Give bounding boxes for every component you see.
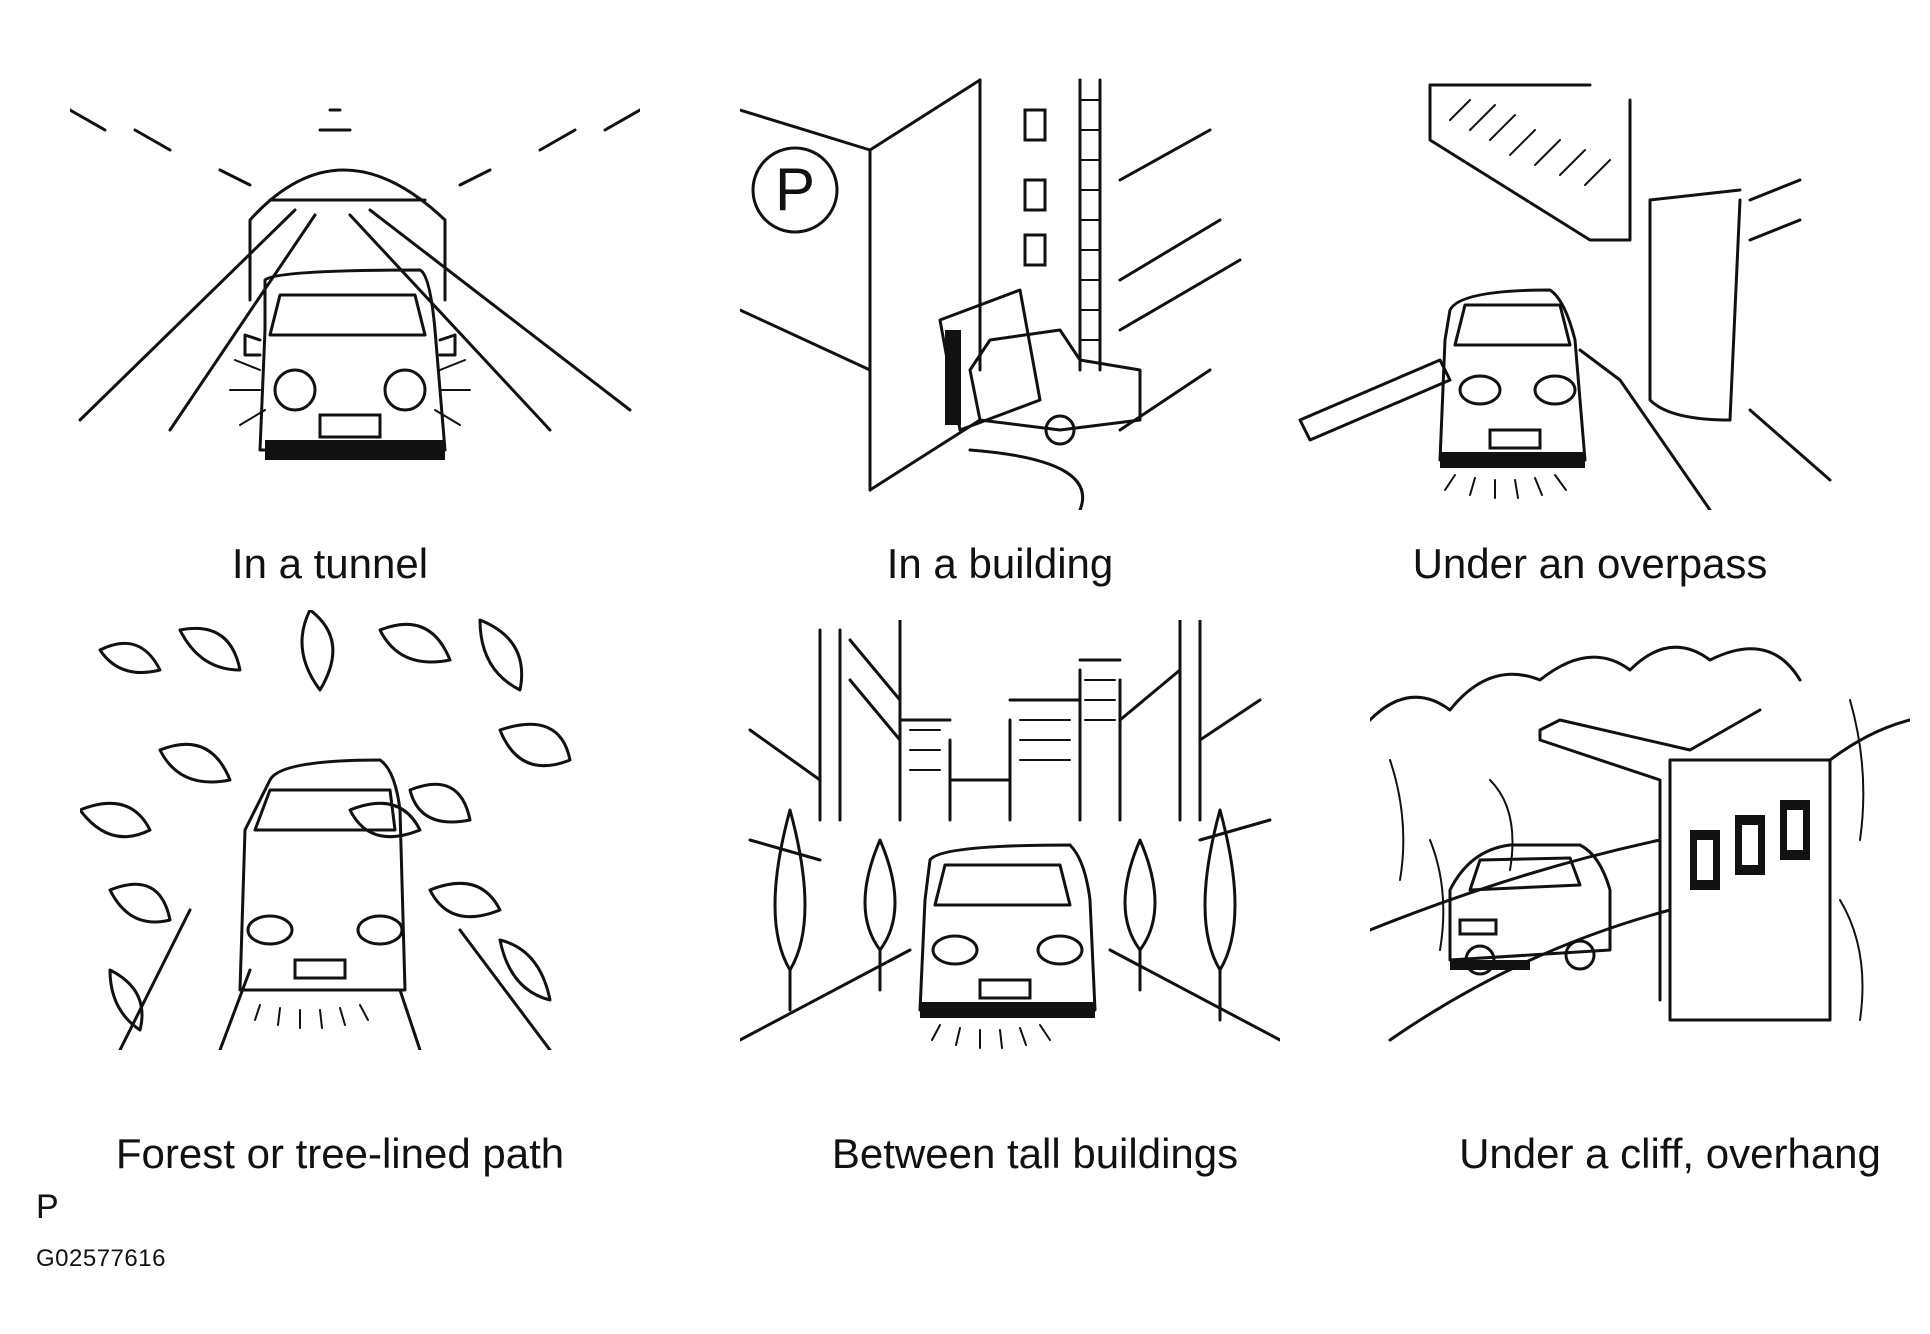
parking-sign-letter: P [775, 156, 815, 223]
caption-in-a-tunnel: In a tunnel [231, 540, 429, 587]
footer-label: P [36, 1188, 59, 1226]
figure-code: G02577616 [36, 1245, 166, 1272]
forest-scene-icon [80, 610, 600, 1050]
cliff-overhang-scene-icon [1370, 620, 1910, 1100]
caption-in-a-building: In a building [886, 540, 1114, 587]
caption-between-tall-buildings: Between tall buildings [831, 1130, 1239, 1177]
tunnel-scene-icon [70, 70, 640, 470]
caption-under-a-cliff-overhang: Under a cliff, overhang [1459, 1130, 1881, 1177]
parking-building-scene-icon: P [740, 70, 1260, 510]
caption-under-an-overpass: Under an overpass [1412, 540, 1768, 587]
overpass-scene-icon [1290, 80, 1850, 510]
city-buildings-scene-icon [740, 620, 1280, 1060]
caption-forest-or-tree-lined-path: Forest or tree-lined path [115, 1130, 565, 1177]
